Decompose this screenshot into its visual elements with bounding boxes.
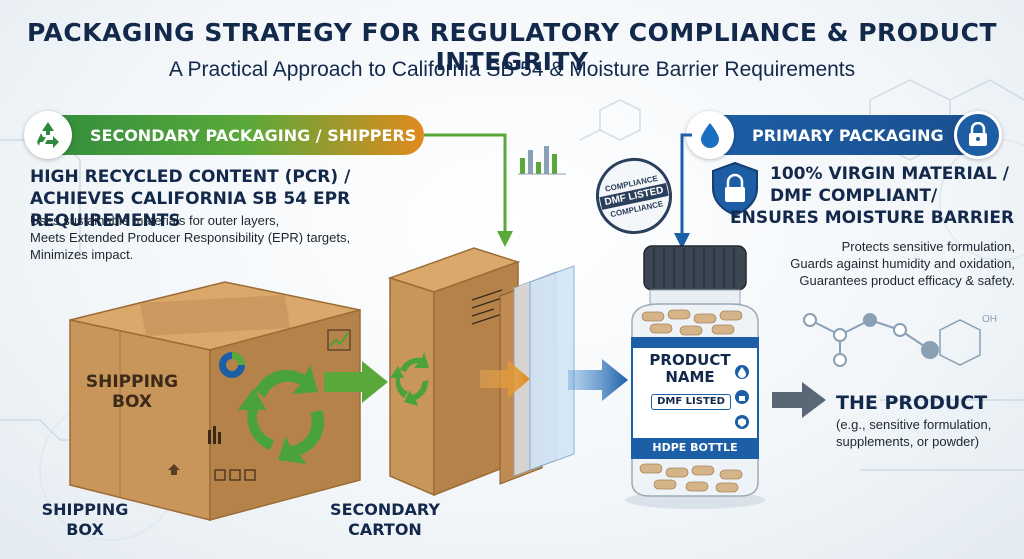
blue-arrow-icon [568, 359, 628, 401]
primary-heading-line3: ENSURES MOISTURE BARRIER [730, 208, 1015, 228]
primary-banner: PRIMARY PACKAGING [686, 111, 1002, 159]
bottle-type-label: HDPE BOTTLE [652, 441, 738, 454]
secondary-bullet: Uses sustainable materials for outer lay… [30, 213, 280, 228]
primary-bullets: Protects sensitive formulation, Guards a… [740, 238, 1015, 289]
carton-caption-line1: SECONDARY [330, 500, 440, 519]
secondary-heading: HIGH RECYCLED CONTENT (PCR) / ACHIEVES C… [30, 166, 470, 232]
secondary-connector-arrow [424, 133, 513, 247]
product-title: THE PRODUCT [836, 392, 988, 414]
bottle-product-name-line2: NAME [665, 368, 715, 386]
droplet-icon [686, 111, 734, 159]
barrier-layers [499, 265, 575, 485]
recycle-icon [24, 111, 72, 159]
secondary-bullet: Meets Extended Producer Responsibility (… [30, 230, 351, 245]
product-arrow-icon [772, 382, 826, 418]
secondary-bullets: Uses sustainable materials for outer lay… [30, 212, 410, 263]
hdpe-bottle [625, 245, 765, 509]
box-side-text-line1: SHIPPING [85, 372, 179, 392]
chart-decoration-icon [518, 146, 566, 175]
secondary-banner: SECONDARY PACKAGING / SHIPPERS [24, 111, 424, 159]
box-caption: SHIPPING BOX [30, 500, 140, 540]
svg-text:OH: OH [982, 314, 997, 325]
secondary-banner-label: SECONDARY PACKAGING / SHIPPERS [90, 125, 417, 145]
box-caption-line1: SHIPPING [41, 500, 129, 519]
bottle-product-name-line1: PRODUCT [649, 351, 731, 369]
primary-heading: 100% VIRGIN MATERIAL / DMF COMPLIANT/ EN… [730, 163, 1015, 229]
primary-bullet: Protects sensitive formulation, [841, 239, 1015, 254]
box-side-text: SHIPPING BOX [82, 372, 182, 412]
primary-heading-line1: 100% VIRGIN MATERIAL / [770, 164, 1009, 184]
secondary-heading-line1: HIGH RECYCLED CONTENT (PCR) / [30, 167, 351, 187]
box-caption-line2: BOX [66, 520, 104, 539]
shield-lock-icon [712, 161, 758, 217]
primary-bullet: Guarantees product efficacy & safety. [799, 273, 1015, 288]
page-subtitle: A Practical Approach to California SB 54… [168, 58, 856, 81]
orange-arrow-icon [480, 360, 530, 398]
primary-connector-arrow [674, 133, 692, 249]
page-title: PACKAGING STRATEGY FOR REGULATORY COMPLI… [26, 18, 998, 76]
primary-heading-line2: DMF COMPLIANT/ [770, 186, 938, 206]
shipping-box [69, 281, 361, 521]
primary-bullet: Guards against humidity and oxidation, [790, 256, 1015, 271]
secondary-heading-line2: ACHIEVES CALIFORNIA SB 54 EPR REQUIREMEN… [30, 189, 351, 231]
primary-banner-label: PRIMARY PACKAGING [752, 125, 944, 145]
carton-caption: SECONDARY CARTON [320, 500, 450, 540]
lock-icon [954, 111, 1002, 159]
product-desc-line2: supplements, or powder) [836, 434, 980, 449]
bottle-product-name: PRODUCT NAME [640, 352, 740, 386]
carton-caption-line2: CARTON [348, 520, 422, 539]
secondary-bullet: Minimizes impact. [30, 247, 134, 262]
arrow-icon [324, 361, 388, 403]
product-description: (e.g., sensitive formulation, supplement… [836, 416, 1021, 450]
product-desc-line1: (e.g., sensitive formulation, [836, 417, 992, 432]
bottle-dmf-badge: DMF LISTED [651, 394, 731, 410]
secondary-carton [387, 247, 521, 497]
box-side-text-line2: BOX [112, 392, 152, 412]
